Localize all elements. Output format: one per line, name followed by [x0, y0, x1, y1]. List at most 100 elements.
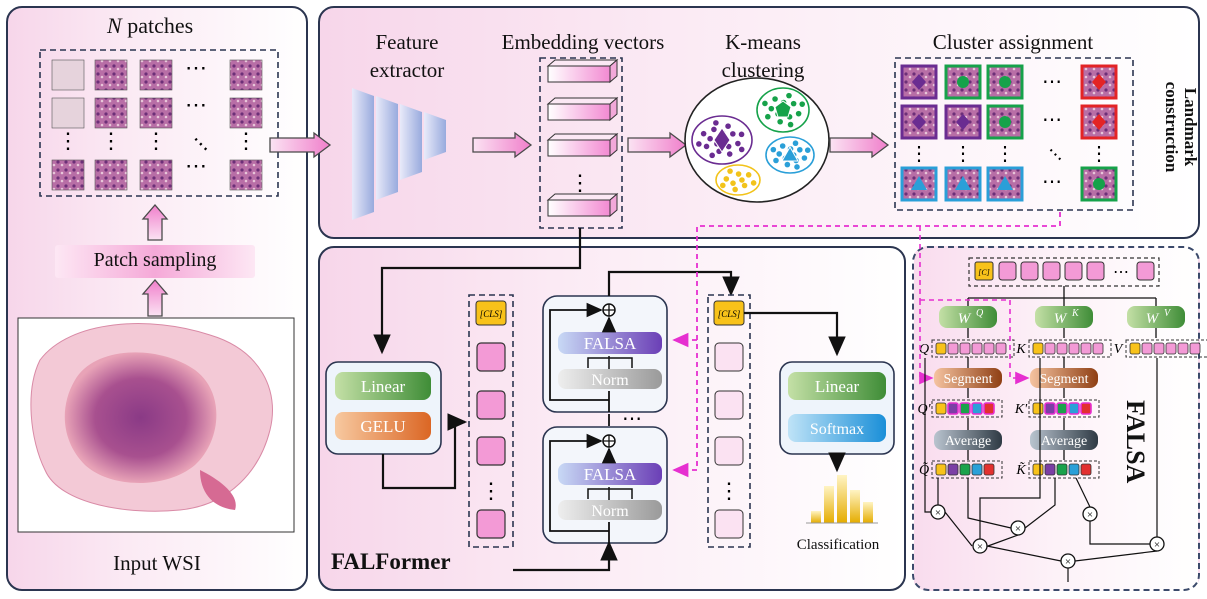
falformer-graphics: LinearGELU[CLS]⋮FALSANormFALSANorm⋯[CLS]… [325, 212, 1061, 572]
cluster-marker-circle [1093, 178, 1105, 190]
cluster-point [797, 146, 803, 153]
cluster-point [794, 164, 800, 170]
multiply-symbol: × [1087, 509, 1093, 521]
q-row-letter: Q [919, 342, 929, 357]
transformer-block-2-falsa [558, 463, 662, 485]
qp-row-token [971, 402, 983, 415]
wq-projection-label: W [958, 311, 972, 327]
falsa-cls-token [974, 261, 994, 281]
cls-label-input: [CLS] [480, 309, 503, 319]
cluster-marker-circle [957, 76, 969, 88]
falformer-title: FALFormer [331, 549, 451, 574]
falsa-connection [944, 511, 973, 547]
cls-token-input [475, 300, 507, 326]
k-row-token [1092, 342, 1104, 355]
multiply-symbol: × [1065, 556, 1071, 568]
falsa-input-token [1086, 261, 1105, 281]
embedding-vectors-label: Embedding vectors [501, 30, 665, 54]
transformer-block-1-norm [558, 369, 662, 389]
cluster-assignment-label: Cluster assignment [932, 30, 1094, 54]
cluster-point [765, 113, 771, 120]
transformer-block-2-falsa-label: FALSA [584, 465, 637, 484]
cluster-point [741, 182, 748, 189]
arrow-to-cluster-assignment [829, 131, 890, 159]
cluster-point [730, 131, 736, 137]
falsa-input-token [1020, 261, 1039, 281]
patch-token-input [476, 342, 506, 372]
cluster-point [784, 161, 791, 168]
cluster-point [799, 101, 806, 107]
cluster-point [795, 110, 802, 117]
patch-token-output [714, 436, 744, 466]
feature-extractor-layer [376, 96, 398, 200]
patch-vertical-ellipsis: ⋮ [100, 128, 122, 153]
patch-token-input [476, 390, 506, 420]
v-row-token [1165, 342, 1177, 355]
wv-projection-label: W [1146, 311, 1160, 327]
arrow-to-feature-extractor [269, 131, 332, 159]
wk-projection-label: W [1054, 311, 1068, 327]
qt-row-token [983, 463, 995, 476]
cluster-ellipsis: ⋯ [1042, 71, 1062, 93]
cluster-marker-diamond [956, 114, 970, 130]
v-row-token [1189, 342, 1201, 355]
falsa-input-token [998, 261, 1017, 281]
wsi-tissue-fragment [200, 470, 236, 510]
patch-vertical-ellipsis: ⋮ [235, 128, 257, 153]
cluster-point [726, 151, 733, 157]
wk-projection-sup: K [1071, 308, 1080, 319]
cluster-point [707, 135, 713, 142]
cluster-marker-triangle [911, 176, 927, 190]
cluster-point [730, 180, 736, 186]
q-row-token [971, 342, 983, 355]
transformer-block-1-falsa [558, 332, 662, 354]
transformer-block-1-add-plus [603, 304, 615, 316]
input-wsi-label: Input WSI [113, 551, 201, 575]
embedding-ellipsis: ⋮ [569, 170, 591, 195]
cluster-point [772, 96, 778, 102]
cluster-vertical-ellipsis: ⋮ [953, 143, 973, 165]
patch-grid-frame [39, 49, 279, 197]
cluster-point [719, 182, 726, 189]
kp-row-letter: K' [1014, 402, 1028, 417]
k-row-token [1080, 342, 1092, 355]
falsa-connection [987, 534, 1019, 547]
tissue-patch [94, 97, 128, 129]
cluster-point [801, 155, 808, 161]
kp-row-token [1056, 402, 1068, 415]
kp-row-frame [1028, 399, 1100, 418]
output-bar [811, 511, 821, 523]
projection-to-tokens-line [381, 413, 468, 490]
k-row-letter: K [1015, 342, 1026, 357]
transformer-block-1-falsa-label: FALSA [584, 334, 637, 353]
green-centroid [774, 100, 792, 118]
falsa-input-frame [968, 257, 1160, 287]
head-softmax [788, 414, 886, 442]
cluster-point [723, 176, 730, 182]
q-row-token [995, 342, 1007, 355]
transformer-block-2-qkv-lines [587, 487, 633, 500]
embedding-vector [547, 199, 611, 217]
embedding-vector-top [546, 97, 619, 105]
tissue-patch [94, 159, 128, 191]
average-q [934, 430, 1002, 450]
cluster-point [700, 130, 707, 137]
wq-projection-sup: Q [976, 308, 984, 319]
qp-row-token [947, 402, 959, 415]
kt-row-token [1032, 463, 1044, 476]
k-row-frame [1028, 339, 1112, 358]
tissue-patch [229, 159, 263, 191]
output-bar [863, 502, 873, 523]
cluster-point [790, 100, 797, 107]
falsa-panel [912, 246, 1200, 591]
multiply-symbol: × [935, 507, 941, 519]
tissue-patch [51, 159, 85, 191]
cluster-point [703, 143, 710, 150]
tokens-to-block-line [513, 540, 618, 572]
multiply-symbol: × [977, 541, 983, 553]
cluster-marker-diamond [912, 114, 926, 130]
falsa-connection [979, 358, 1041, 539]
v-row-token [1177, 342, 1189, 355]
cluster-point [776, 151, 783, 157]
qt-row-token [947, 463, 959, 476]
